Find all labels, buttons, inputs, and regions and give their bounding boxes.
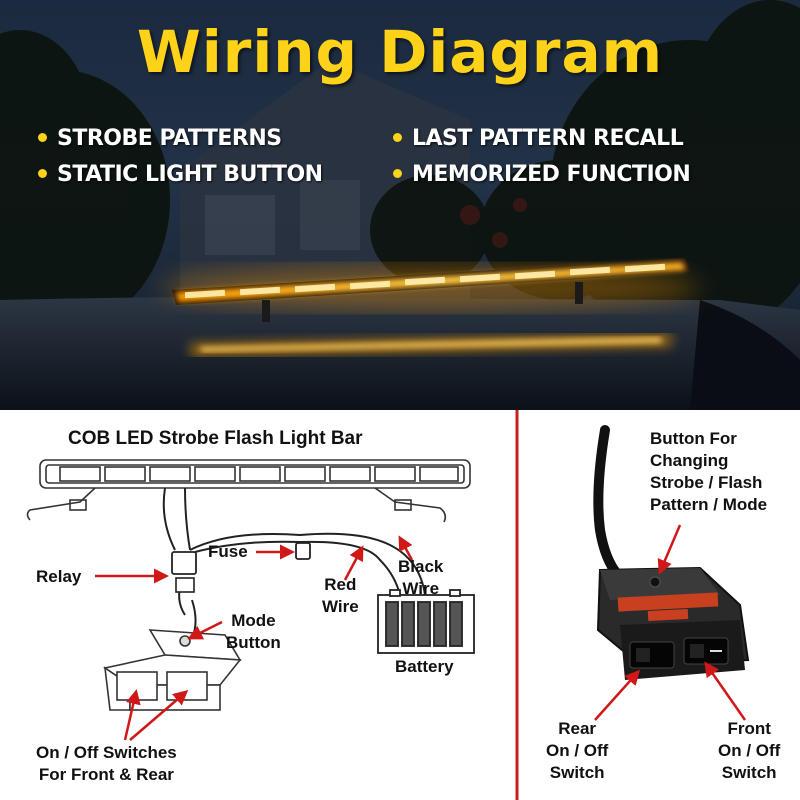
red-wire-label: Red Wire [322,575,359,616]
rear-switch-label: Rear On / Off Switch [546,719,609,782]
battery-drawing [377,589,475,654]
feature-item: STROBE PATTERNS [38,126,282,151]
mode-button-callout-label: Button For Changing Strobe / Flash Patte… [650,429,768,514]
light-bar-heading: COB LED Strobe Flash Light Bar [68,428,363,449]
bullet-icon [38,168,47,178]
wiring-drawing [26,410,750,800]
callout-arrows [95,535,414,741]
relay-component [171,551,197,575]
bullet-icon [38,132,47,142]
wiring-diagram-panel: COB LED Strobe Flash Light Bar Fuse Rela… [0,410,800,800]
bullet-icon [393,132,402,142]
mode-button-label: Mode Button [226,611,281,652]
fuse-component [295,542,311,560]
page-title: Wiring Diagram [136,18,664,86]
front-switch-label: Front On / Off Switch [718,719,781,782]
fuse-label: Fuse [208,542,248,561]
feature-item: LAST PATTERN RECALL [393,126,684,151]
feature-label: STROBE PATTERNS [57,126,282,151]
hero-photo: Wiring Diagram STROBE PATTERNS STATIC LI… [0,0,800,410]
feature-label: STATIC LIGHT BUTTON [57,162,323,187]
bullet-icon [393,168,402,178]
feature-item: MEMORIZED FUNCTION [393,162,691,187]
control-box-drawing [103,629,242,711]
battery-label: Battery [395,657,454,676]
relay-label: Relay [36,567,82,586]
feature-item: STATIC LIGHT BUTTON [38,162,323,187]
controller-callouts [594,524,747,721]
switches-label: On / Off Switches For Front & Rear [36,743,177,784]
relay-connector [175,577,195,593]
light-bar-drawing [26,459,471,523]
feature-label: MEMORIZED FUNCTION [412,162,691,187]
black-wire-label: Black Wire [398,557,444,598]
feature-label: LAST PATTERN RECALL [412,126,684,151]
controller-drawing [593,425,750,680]
